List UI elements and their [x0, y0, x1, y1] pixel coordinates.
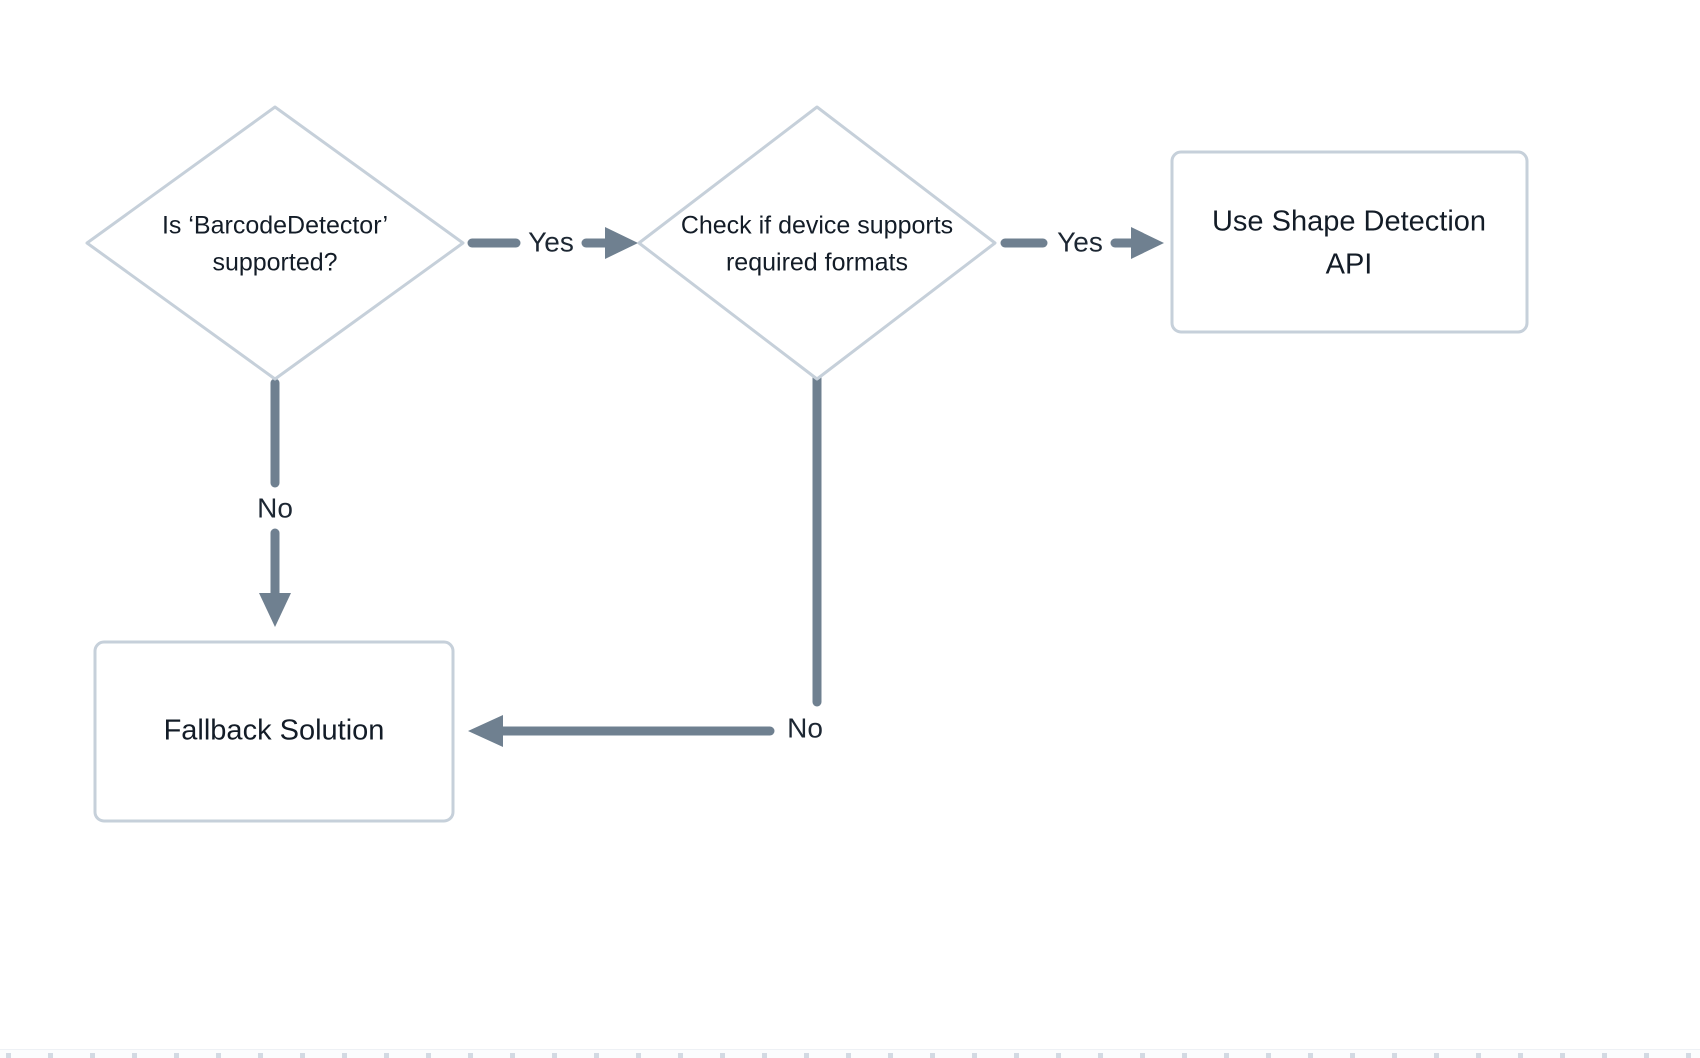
ruler-tick: [90, 1053, 95, 1058]
barcode-detector-check-label-line-2: supported?: [212, 249, 337, 277]
ruler-tick: [1224, 1053, 1229, 1058]
ruler-tick: [762, 1053, 767, 1058]
ruler-tick: [174, 1053, 179, 1058]
fallback-solution-label: Fallback Solution: [164, 715, 385, 747]
edge-barcode-yes: Yes: [467, 226, 638, 259]
bottom-ruler-strip: [0, 1049, 1700, 1058]
ruler-tick: [300, 1053, 305, 1058]
ruler-tick: [48, 1053, 53, 1058]
edge-formats-no: No: [468, 373, 823, 747]
edge-barcode-no: No: [257, 378, 293, 627]
ruler-tick: [216, 1053, 221, 1058]
ruler-tick: [972, 1053, 977, 1058]
edge-barcode-yes-arrowhead: [605, 227, 638, 259]
ruler-tick: [846, 1053, 851, 1058]
ruler-tick: [1056, 1053, 1061, 1058]
ruler-tick: [132, 1053, 137, 1058]
ruler-tick: [678, 1053, 683, 1058]
ruler-tick: [1602, 1053, 1607, 1058]
node-fallback-solution[interactable]: Fallback Solution: [93, 640, 455, 823]
device-format-check-diamond[interactable]: [637, 105, 997, 381]
ruler-tick: [804, 1053, 809, 1058]
edge-formats-no-arrowhead: [468, 715, 503, 747]
ruler-tick: [1308, 1053, 1313, 1058]
edge-barcode-no-arrowhead: [259, 593, 291, 627]
ruler-tick: [1350, 1053, 1355, 1058]
ruler-tick: [342, 1053, 347, 1058]
ruler-tick: [1518, 1053, 1523, 1058]
ruler-tick: [468, 1053, 473, 1058]
ruler-tick: [1476, 1053, 1481, 1058]
ruler-tick: [1644, 1053, 1649, 1058]
ruler-tick: [594, 1053, 599, 1058]
barcode-detector-check-label-line-1: Is ‘BarcodeDetector’: [162, 212, 388, 240]
ruler-tick: [1140, 1053, 1145, 1058]
ruler-tick: [384, 1053, 389, 1058]
ruler-tick: [1098, 1053, 1103, 1058]
ruler-tick: [6, 1053, 11, 1058]
edge-label-formats-no: No: [787, 712, 823, 743]
ruler-tick: [1686, 1053, 1691, 1058]
barcode-detector-check-diamond[interactable]: [85, 105, 465, 381]
ruler-tick: [552, 1053, 557, 1058]
ruler-tick: [426, 1053, 431, 1058]
ruler-tick: [636, 1053, 641, 1058]
ruler-tick: [510, 1053, 515, 1058]
edge-label-barcode-yes: Yes: [528, 226, 574, 257]
device-format-check-label-line-1: Check if device supports: [681, 212, 953, 240]
ruler-tick: [1434, 1053, 1439, 1058]
ruler-tick: [1560, 1053, 1565, 1058]
edge-formats-yes: Yes: [1000, 226, 1164, 259]
use-shape-detection-api-label-line-2: API: [1326, 249, 1373, 281]
use-shape-detection-api-label-line-1: Use Shape Detection: [1212, 206, 1486, 238]
node-use-shape-detection-api[interactable]: Use Shape Detection API: [1170, 150, 1529, 334]
use-shape-detection-api-box[interactable]: [1170, 150, 1529, 334]
ruler-tick: [1392, 1053, 1397, 1058]
ruler-tick: [888, 1053, 893, 1058]
node-barcode-detector-check[interactable]: Is ‘BarcodeDetector’ supported?: [85, 105, 465, 381]
ruler-tick: [1266, 1053, 1271, 1058]
node-device-format-check[interactable]: Check if device supports required format…: [637, 105, 997, 381]
ruler-tick: [930, 1053, 935, 1058]
ruler-tick: [1182, 1053, 1187, 1058]
fallback-solution-box[interactable]: [93, 640, 455, 823]
ruler-tick: [720, 1053, 725, 1058]
edge-label-formats-yes: Yes: [1057, 226, 1103, 257]
ruler-tick: [258, 1053, 263, 1058]
edge-label-barcode-no: No: [257, 492, 293, 523]
device-format-check-label-line-2: required formats: [726, 249, 908, 277]
edge-formats-yes-arrowhead: [1131, 227, 1164, 259]
ruler-tick: [1014, 1053, 1019, 1058]
